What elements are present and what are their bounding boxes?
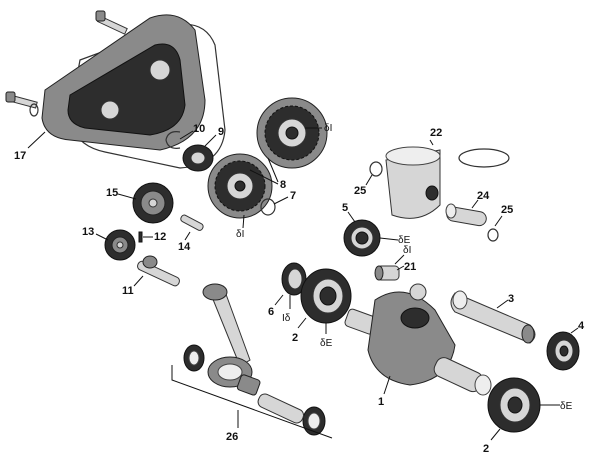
callout-25b: 25 (501, 204, 513, 216)
bearing-5 (343, 219, 381, 257)
gear-hub-9 (182, 144, 214, 172)
balancer-gear-lower (207, 153, 273, 219)
cover-boss (100, 100, 120, 120)
main-bearing-2a (300, 268, 352, 324)
piston-ring (458, 148, 510, 168)
callout-2a: 2 (292, 332, 298, 344)
piston-22 (385, 146, 441, 219)
callout-26: 26 (226, 431, 238, 443)
callout-10: 10 (193, 123, 205, 135)
crank-pin (257, 393, 305, 424)
callout-13: 13 (82, 226, 94, 238)
balancer-gear-upper (256, 97, 328, 169)
callout-9: 9 (218, 126, 224, 138)
piston-circlip-25a (369, 161, 383, 177)
cover-boss (149, 59, 171, 81)
symbol-bearing-2b: δE (560, 401, 573, 412)
symbol-needle-21: δI (403, 245, 411, 256)
pin-12 (138, 231, 143, 243)
symbol-bearing-5: δE (398, 235, 411, 246)
symbol-seal-6: Iδ (282, 313, 291, 324)
callout-12: 12 (154, 231, 166, 243)
callout-22: 22 (430, 127, 442, 139)
bearing-4 (546, 331, 580, 371)
symbol-bearing-2: δE (320, 338, 333, 349)
symbol-gear-upper: δI (324, 123, 332, 134)
circlip-10 (165, 131, 181, 149)
piston-pin-24 (445, 203, 487, 227)
callout-5: 5 (342, 202, 348, 214)
snap-ring-7 (260, 198, 276, 216)
symbol-gear-lower: δI (236, 229, 244, 240)
rod-small-end (202, 283, 228, 301)
main-bearing-2b (487, 377, 541, 433)
callout-3: 3 (508, 293, 514, 305)
crankshaft-1 (344, 283, 492, 396)
drive-gear-15 (132, 182, 174, 224)
callout-2b: 2 (483, 443, 489, 455)
callout-4: 4 (578, 320, 585, 332)
engine-cover-assembly: 17 (5, 10, 226, 169)
callout-6: 6 (268, 306, 274, 318)
callout-14: 14 (178, 241, 191, 253)
callout-17: 17 (14, 150, 26, 162)
cover-washer (29, 103, 39, 117)
callout-7: 7 (290, 190, 296, 202)
shaft-11 (137, 255, 180, 287)
balancer-shaft-3 (450, 290, 536, 344)
callout-1: 1 (378, 396, 384, 408)
callout-25a: 25 (354, 185, 366, 197)
needle-bearing-21 (374, 265, 400, 281)
rod-needle-bearing (236, 374, 261, 396)
callout-11: 11 (122, 285, 134, 297)
cover-bolt-top (95, 10, 128, 35)
piston-circlip-25b (487, 228, 499, 242)
cover-bolt-left (5, 91, 38, 109)
small-gear-13 (104, 229, 136, 261)
callout-21: 21 (404, 261, 416, 273)
pin-14 (180, 214, 204, 231)
connecting-rod-kit-26 (183, 283, 326, 436)
callout-24: 24 (477, 190, 490, 202)
callout-8: 8 (280, 179, 286, 191)
callout-15: 15 (106, 187, 118, 199)
